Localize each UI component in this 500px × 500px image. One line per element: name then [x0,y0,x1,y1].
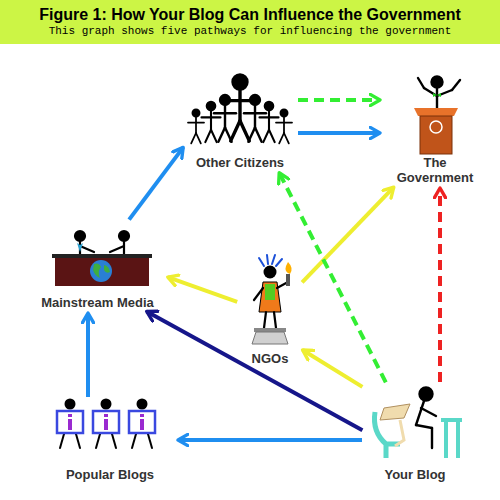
media-node: Mainstream Media [30,222,165,310]
pathway-arrow [303,350,363,387]
pathway-arrow [129,147,183,219]
pathway-arrow [178,438,362,442]
pathway-arrow [168,277,237,302]
pathway-arrow [298,98,380,102]
your-blog-node: Your Blog [365,385,465,482]
ngo-node: NGOs [240,250,300,366]
figure-title: Figure 1: How Your Blog Can Influence th… [0,0,500,24]
pathway-arrow [298,131,380,135]
pathway-arrow [147,311,363,430]
figure-subtitle: This graph shows five pathways for influ… [0,24,500,38]
citizens-node: Other Citizens [185,75,295,170]
popular-blogs-node: Popular Blogs [45,400,175,482]
government-podium [414,77,460,155]
pathway-arrow [302,187,394,282]
title-band: Figure 1: How Your Blog Can Influence th… [0,0,500,44]
node-label: NGOs [250,351,291,366]
pathway-arrow [279,173,386,383]
node-label: Other Citizens [194,155,286,170]
node-label: The Government [383,155,487,185]
node-label: Your Blog [382,467,447,482]
blogger-at-desk [374,388,462,459]
citizens-figures [188,75,292,143]
popular-bloggers [57,400,155,449]
media-desk [52,231,152,286]
node-label: Popular Blogs [64,467,156,482]
pathway-arrow [86,313,90,397]
node-label: Mainstream Media [39,295,156,310]
ngo-activist [252,255,292,344]
government-node: The Government [383,72,487,185]
pathway-arrow [438,188,442,382]
